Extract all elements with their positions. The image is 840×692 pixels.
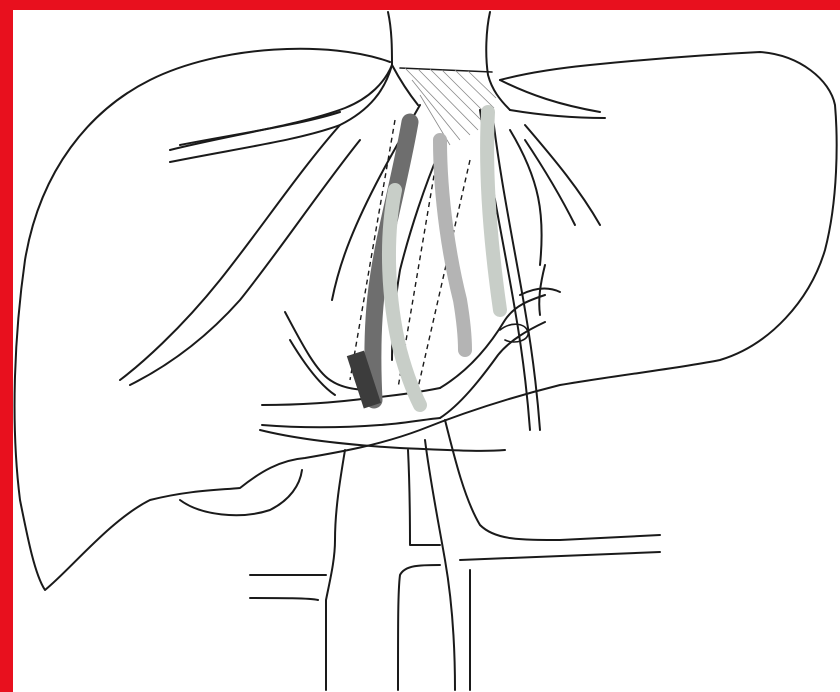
hepatic-vein-right-1	[500, 80, 600, 112]
hepatic-vein-right-3	[525, 125, 600, 225]
portal-trunk-lower	[262, 418, 440, 427]
hepatic-vein-right-5	[510, 130, 542, 265]
lower-vessel-b	[408, 450, 440, 545]
portal-vein-branch	[290, 340, 335, 395]
tube-light-left	[389, 190, 420, 405]
lower-vessel-i	[250, 598, 318, 600]
ivc-lower-left-2	[170, 65, 392, 150]
ivc-right-wall	[486, 12, 510, 110]
lower-vessel-a	[326, 450, 345, 690]
lower-vessel-g	[398, 565, 440, 690]
lower-vessel-e	[460, 552, 660, 560]
liver-outline	[15, 49, 837, 590]
left-hepatic-vessel-1	[120, 125, 340, 380]
lower-vessel-d	[445, 420, 660, 540]
ivc-left-wall	[388, 12, 418, 105]
right-portal-sub-2	[539, 265, 545, 315]
ivc-lower-left	[170, 65, 392, 162]
tube-light-right	[487, 112, 500, 310]
frame-left	[0, 0, 13, 692]
left-hepatic-vessel-2	[130, 140, 360, 385]
frame-top	[0, 0, 840, 10]
tube-medium	[440, 140, 465, 350]
hilar-curve	[260, 430, 505, 451]
hepatic-vein-right-4	[525, 140, 575, 225]
